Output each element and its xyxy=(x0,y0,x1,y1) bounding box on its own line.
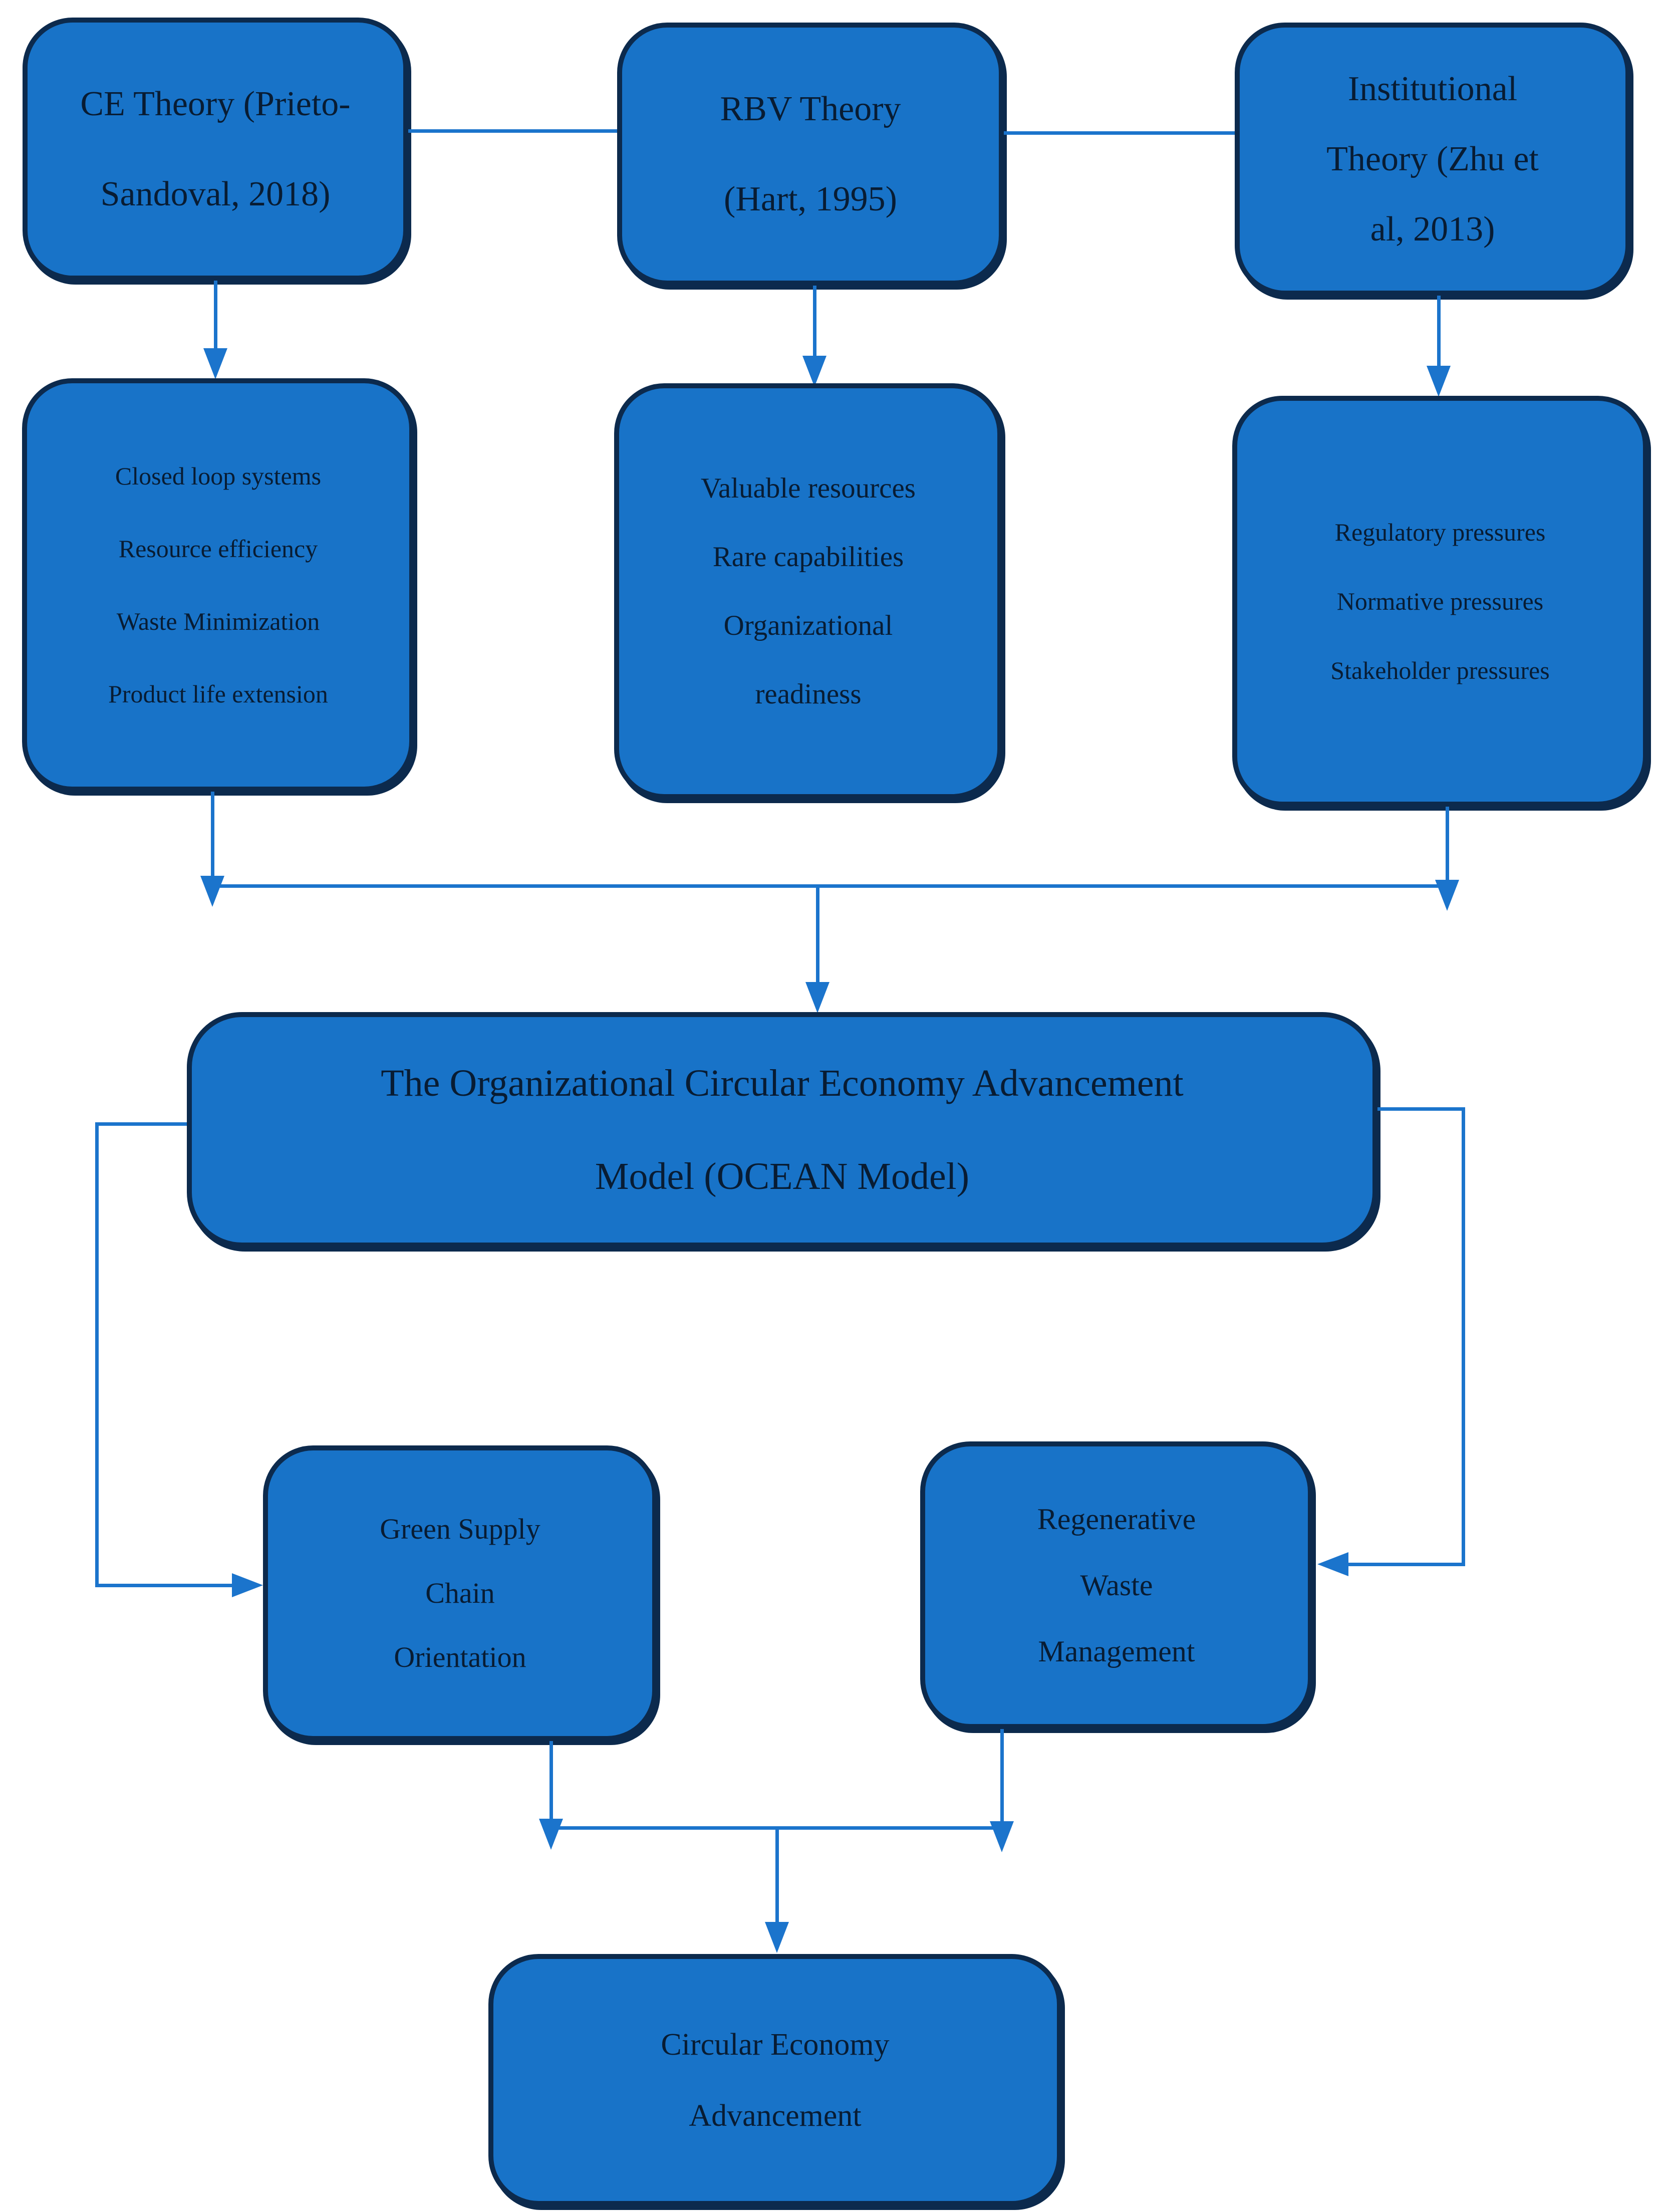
collector-bottom-horizontal xyxy=(549,1826,1004,1830)
connector-ocean-left-v xyxy=(95,1122,99,1587)
arrowhead-down xyxy=(805,982,829,1013)
box-rbv-items-line: Valuable resources xyxy=(701,472,916,504)
box-institutional-items-line: Regulatory pressures xyxy=(1334,518,1546,546)
box-institutional-items: Regulatory pressures Normative pressures… xyxy=(1232,396,1648,807)
box-rbv-theory: RBV Theory (Hart, 1995) xyxy=(617,23,1004,286)
connector-ocean-right-v xyxy=(1462,1107,1465,1564)
box-rbv-items-line: readiness xyxy=(755,678,862,710)
box-ce-items-line: Resource efficiency xyxy=(118,535,318,563)
box-rbv-items-line: Rare capabilities xyxy=(712,541,904,573)
box-ce-items-line: Product life extension xyxy=(108,680,328,708)
box-institutional-theory-line: Theory (Zhu et xyxy=(1326,139,1539,178)
arrowhead-down xyxy=(765,1922,789,1953)
arrowhead-down xyxy=(203,348,227,379)
box-cea-line: Circular Economy xyxy=(661,2027,890,2062)
connector-gsco-down xyxy=(549,1741,553,1826)
arrowhead-right xyxy=(232,1573,263,1597)
box-institutional-theory-line: Institutional xyxy=(1347,69,1518,108)
box-ce-items-line: Closed loop systems xyxy=(115,462,322,490)
box-institutional-theory-line: al, 2013) xyxy=(1370,209,1495,249)
connector-rbv-down xyxy=(813,286,816,356)
connector-ce-down xyxy=(214,281,217,348)
box-rbv-theory-line: (Hart, 1995) xyxy=(723,179,897,218)
arrowhead-down xyxy=(200,876,224,907)
box-ce-theory-line: Sandoval, 2018) xyxy=(100,174,331,213)
box-green-supply-chain-orientation: Green Supply Chain Orientation xyxy=(263,1445,657,1741)
connector-rwm-down xyxy=(1000,1729,1004,1826)
box-rbv-items-line: Organizational xyxy=(723,610,893,641)
arrowhead-left xyxy=(1317,1552,1348,1576)
connector-ce-items-down xyxy=(211,792,214,884)
box-gsco-line: Green Supply xyxy=(380,1513,540,1545)
connector-institutional-down xyxy=(1437,296,1441,366)
box-ocean-model-line: Model (OCEAN Model) xyxy=(595,1155,970,1197)
box-institutional-items-line: Stakeholder pressures xyxy=(1330,656,1550,684)
box-gsco-line: Chain xyxy=(425,1577,495,1609)
box-gsco-line: Orientation xyxy=(394,1641,526,1673)
connector-collector-to-cea xyxy=(775,1830,779,1922)
connector-ocean-right-h1 xyxy=(1377,1107,1465,1111)
connector-collector-to-ocean xyxy=(816,888,819,983)
connector-ce-to-rbv xyxy=(408,129,617,133)
box-ce-items-line: Waste Minimization xyxy=(116,607,320,635)
arrowhead-down xyxy=(539,1819,563,1850)
box-rwm-line: Management xyxy=(1038,1635,1195,1668)
connector-ocean-right-h2 xyxy=(1348,1563,1465,1566)
box-rbv-theory-line: RBV Theory xyxy=(720,89,901,128)
box-cea-line: Advancement xyxy=(689,2098,862,2133)
box-regenerative-waste-management: Regenerative Waste Management xyxy=(920,1441,1313,1729)
box-ce-theory: CE Theory (Prieto- Sandoval, 2018) xyxy=(23,18,408,281)
arrowhead-down xyxy=(1427,366,1451,397)
arrowhead-down xyxy=(802,356,826,387)
box-institutional-items-line: Normative pressures xyxy=(1336,587,1544,615)
box-rwm-line: Waste xyxy=(1080,1569,1153,1602)
box-ce-theory-line: CE Theory (Prieto- xyxy=(80,84,351,123)
connector-ocean-left-h1 xyxy=(95,1122,187,1126)
collector-top-horizontal xyxy=(211,884,1449,888)
box-rwm-line: Regenerative xyxy=(1037,1503,1196,1536)
box-ocean-model-line: The Organizational Circular Economy Adva… xyxy=(381,1062,1184,1104)
connector-rbv-to-institutional xyxy=(1004,131,1235,135)
box-circular-economy-advancement: Circular Economy Advancement xyxy=(488,1954,1062,2206)
box-institutional-theory: Institutional Theory (Zhu et al, 2013) xyxy=(1235,23,1630,296)
box-rbv-items: Valuable resources Rare capabilities Org… xyxy=(614,383,1002,799)
connector-institutional-items-down xyxy=(1446,807,1449,886)
connector-ocean-left-h2 xyxy=(95,1584,233,1587)
box-ocean-model: The Organizational Circular Economy Adva… xyxy=(187,1012,1377,1248)
box-ce-items: Closed loop systems Resource efficiency … xyxy=(22,378,414,792)
